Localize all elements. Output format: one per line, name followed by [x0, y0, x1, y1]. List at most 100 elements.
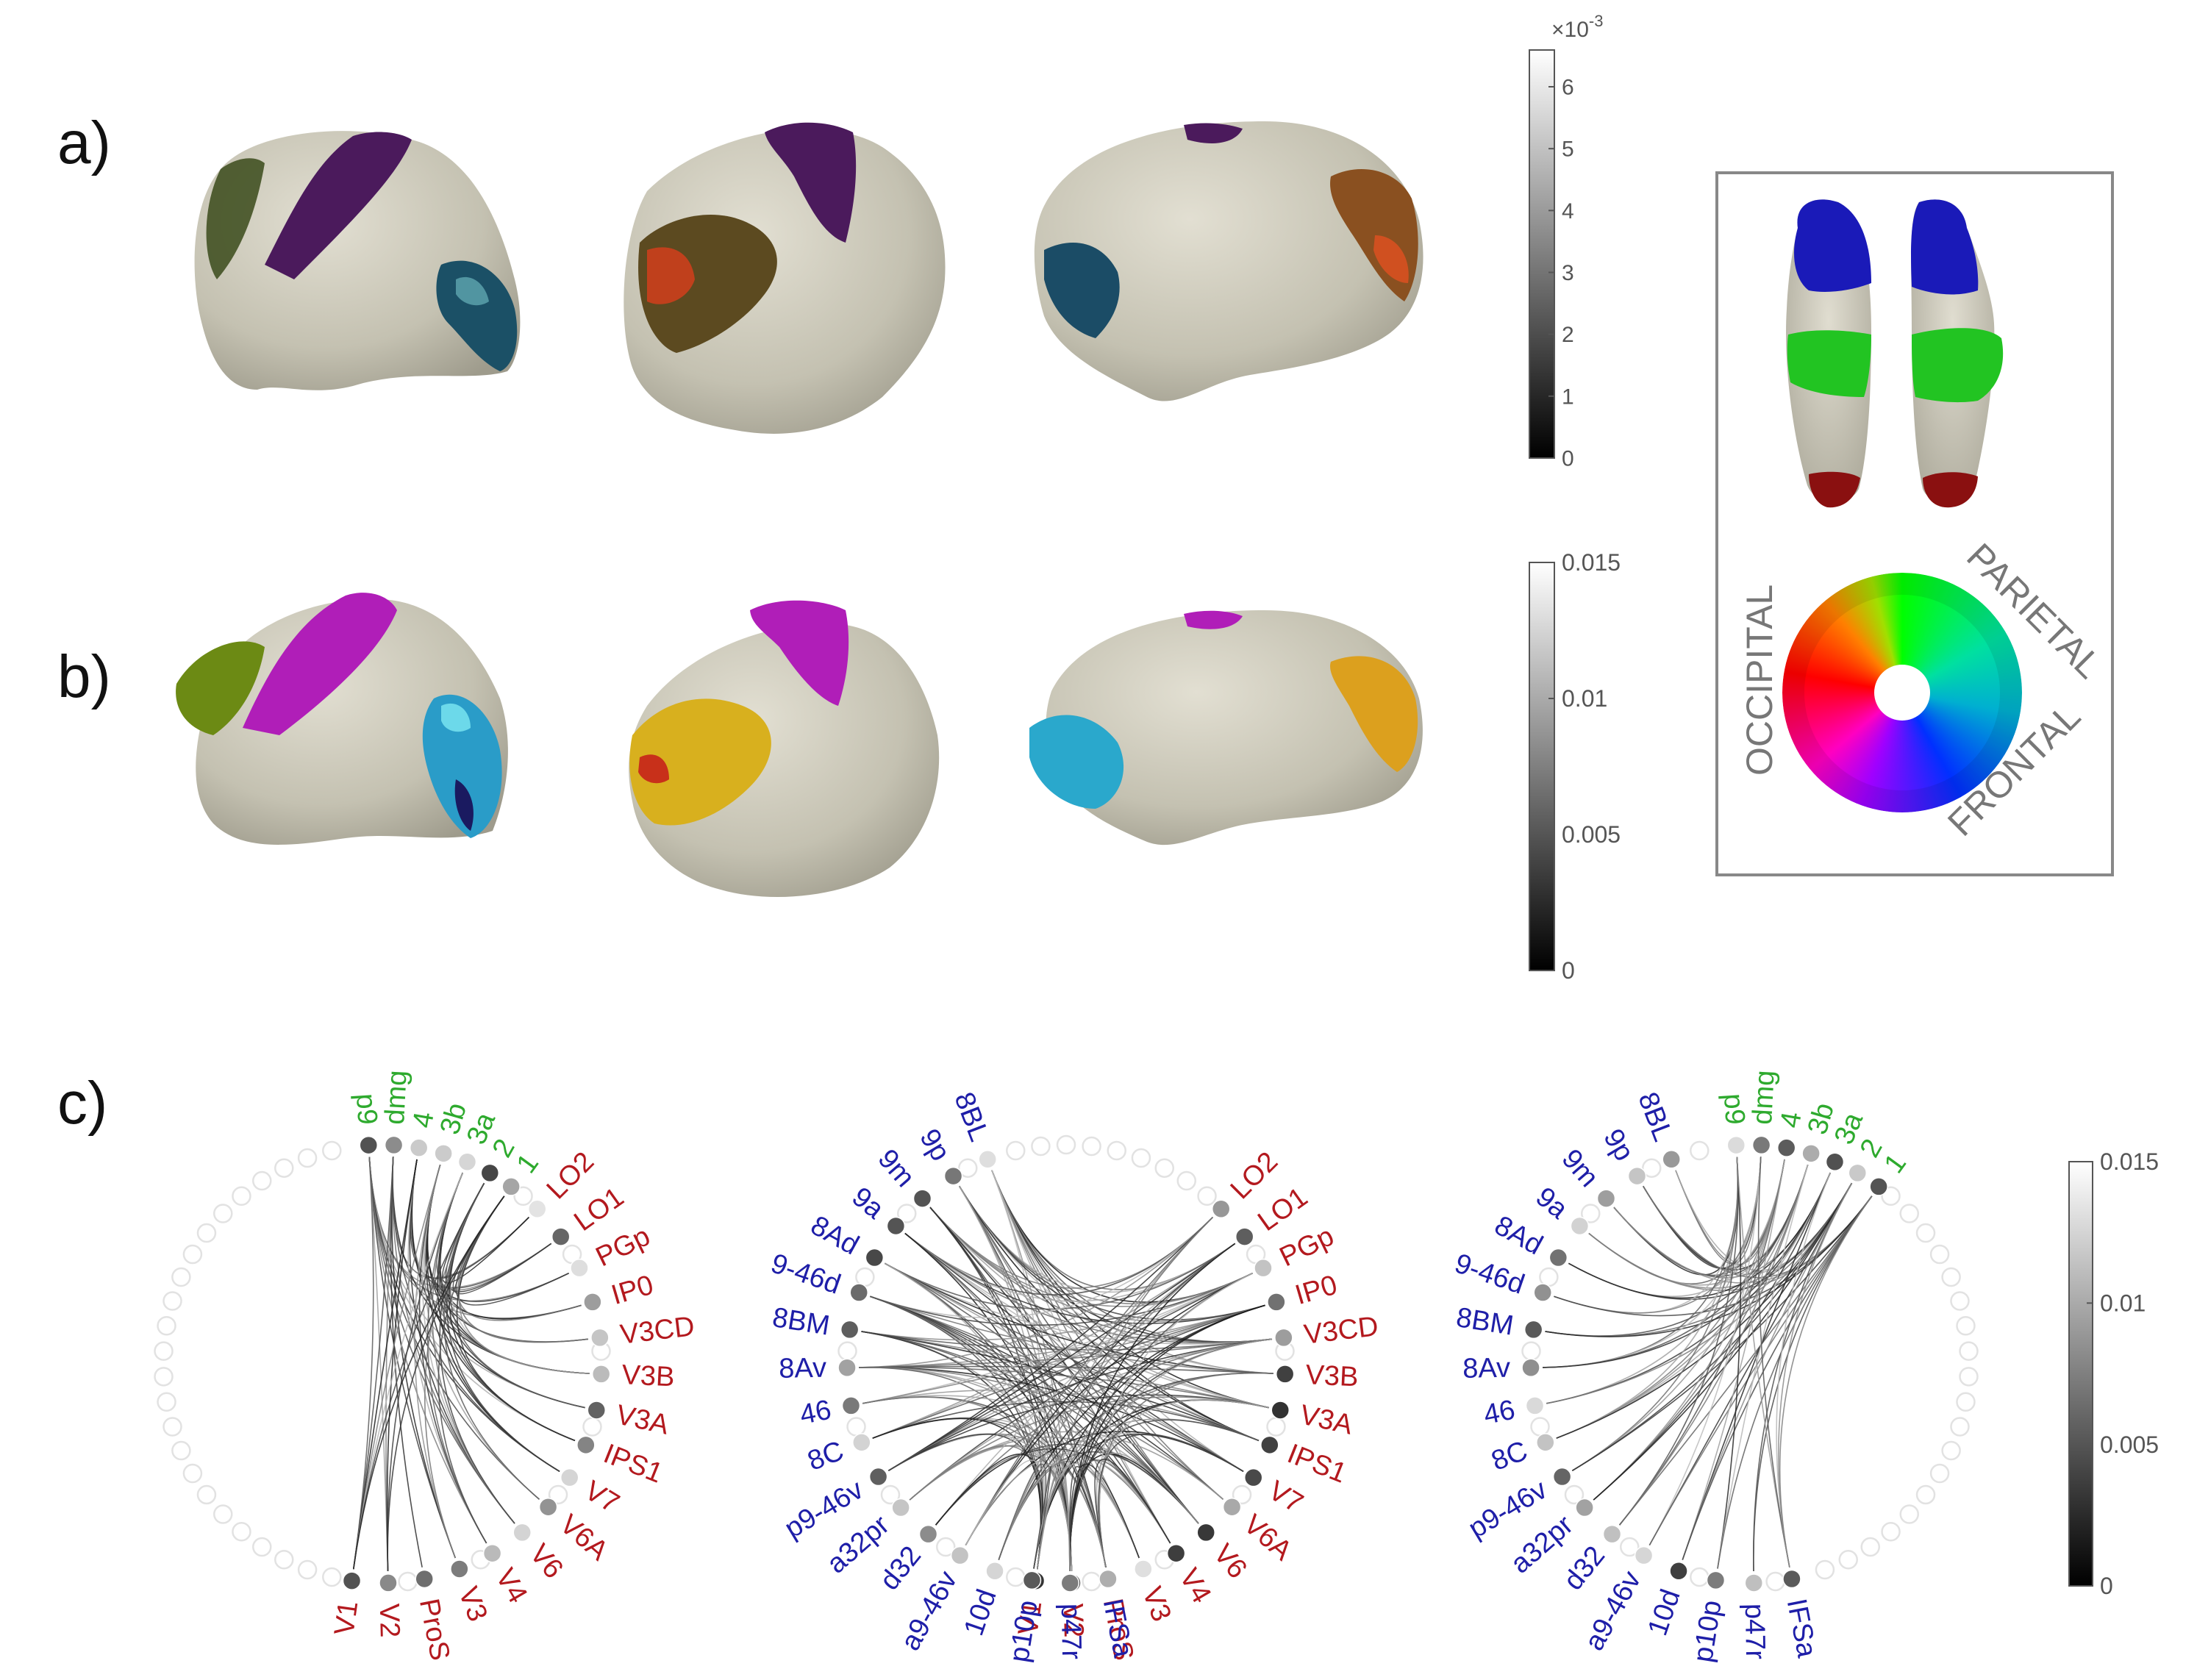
node-label-IPS1: IPS1 [599, 1438, 667, 1490]
node-IFSa [1098, 1569, 1118, 1589]
node-8C [1536, 1433, 1555, 1452]
ring-node-empty [548, 1484, 568, 1505]
node-9-46d [849, 1283, 868, 1302]
connectogram-links [352, 1157, 590, 1571]
ring-node-empty [935, 1537, 956, 1557]
node-V3 [450, 1559, 469, 1579]
connectogram-link [368, 1157, 576, 1442]
node-10d [1669, 1562, 1688, 1581]
ring-node-empty [182, 1244, 203, 1265]
node-8Ad [865, 1248, 885, 1268]
node-label-V1: V1 [1012, 1599, 1048, 1637]
colorbar-b-tick-label: 0.015 [1562, 549, 1621, 576]
connectogram-link [1545, 1182, 1853, 1337]
node-a9-46v [1634, 1545, 1654, 1565]
node-label-ProS: ProS [413, 1596, 455, 1663]
connectogram-link [887, 1243, 1236, 1471]
connectogram-link [352, 1195, 505, 1570]
connectogram-link [1571, 1157, 1739, 1471]
node-d32 [1602, 1524, 1622, 1544]
node-label-8Av: 8Av [1462, 1353, 1511, 1384]
ring-node-empty [1956, 1316, 1976, 1336]
ring-node-empty [1690, 1140, 1710, 1161]
node-PGp [1254, 1258, 1273, 1278]
node-8Ad [1548, 1248, 1568, 1268]
node-label-PGp: PGp [591, 1220, 655, 1273]
node-label-V1: V1 [329, 1599, 364, 1637]
colorbar-c-tick-label: 0.01 [2100, 1290, 2146, 1317]
node-label-10d: 10d [958, 1585, 1002, 1640]
connectogram-link [1682, 1159, 1785, 1560]
ring-node-empty [1899, 1204, 1920, 1223]
color-wheel [1782, 573, 2022, 812]
connectogram-links [1543, 1157, 1873, 1571]
ring-node-empty [162, 1417, 182, 1437]
colorbar-a-tick-label: 0 [1562, 447, 1574, 471]
connectogram-link [439, 1182, 515, 1524]
colorbar-c-tick-label: 0 [2100, 1573, 2113, 1599]
ring-node-empty [1929, 1463, 1950, 1484]
node-V3A [587, 1401, 607, 1420]
node-label-9p: 9p [913, 1124, 956, 1167]
node-label-p10p: p10p [1004, 1598, 1044, 1665]
node-label-V3CD: V3CD [618, 1311, 696, 1351]
connectogram-link [1069, 1459, 1171, 1571]
ring-node-empty [154, 1367, 174, 1387]
ring-node-empty [513, 1186, 533, 1206]
ring-node-empty [251, 1170, 272, 1191]
node-IP0 [1267, 1293, 1286, 1312]
ring-node-empty [1941, 1440, 1961, 1461]
connectogram-ring [1521, 1140, 1979, 1592]
node-label-d32: d32 [874, 1540, 928, 1596]
connectogram-link [1036, 1466, 1071, 1571]
connectogram-link [1593, 1182, 1853, 1501]
connectogram-link [1094, 1458, 1171, 1568]
connectogram-link [929, 1207, 1199, 1524]
connectogram-link [1618, 1157, 1739, 1526]
connectogram-link [387, 1172, 464, 1571]
node-V3 [1134, 1559, 1153, 1579]
node-2 [480, 1163, 500, 1183]
connectogram-link [1546, 1172, 1832, 1404]
node-V1 [342, 1571, 362, 1590]
node-IFSa [1782, 1569, 1801, 1589]
ring-node-empty [171, 1440, 191, 1461]
node-4 [1776, 1138, 1796, 1157]
ring-node-empty [1881, 1522, 1901, 1542]
node-label-V3A: V3A [613, 1399, 672, 1440]
colorbar-a-exponent: ×10-3 [1551, 12, 1603, 42]
connectogram-link [1618, 1195, 1873, 1526]
ring-node-empty [274, 1158, 294, 1178]
connectogram-link [1068, 1465, 1107, 1571]
ring-node-empty [846, 1417, 866, 1437]
connectogram-link [1593, 1164, 1809, 1501]
connectogram-link [1779, 1195, 1873, 1568]
connectogram-link [1588, 1164, 1809, 1286]
ring-node-empty [297, 1148, 318, 1168]
colorbar-a-tick-label: 4 [1562, 199, 1574, 224]
connectogram-link [904, 1232, 1273, 1344]
colorbar-a-tick-label: 1 [1562, 385, 1574, 409]
node-label-8Av: 8Av [779, 1353, 827, 1384]
connectogram-link [870, 1217, 1213, 1318]
node-IP0 [583, 1293, 602, 1312]
ring-node-empty [157, 1316, 176, 1336]
colorbar-a-tick-label: 5 [1562, 137, 1574, 162]
connectogram-link [887, 1304, 1265, 1471]
node-V3A [1271, 1401, 1290, 1420]
ring-node-empty [1266, 1417, 1286, 1437]
node-label-p9: p9 [1718, 1093, 1751, 1126]
node-LO2 [1211, 1199, 1231, 1219]
node-label-V6: V6 [524, 1539, 569, 1585]
node-LO1 [1235, 1227, 1254, 1246]
node-V4 [1166, 1543, 1186, 1563]
node-label-p9: p9 [350, 1093, 383, 1126]
colorbar-b-tick-label: 0 [1562, 957, 1575, 984]
panel-label-c: c) [57, 1070, 107, 1137]
node-V2 [379, 1573, 398, 1593]
connectogram-link [887, 1217, 1213, 1471]
ring-node-empty [1521, 1341, 1541, 1361]
connectogram-link [884, 1243, 1236, 1310]
node-p47r [1060, 1573, 1080, 1593]
